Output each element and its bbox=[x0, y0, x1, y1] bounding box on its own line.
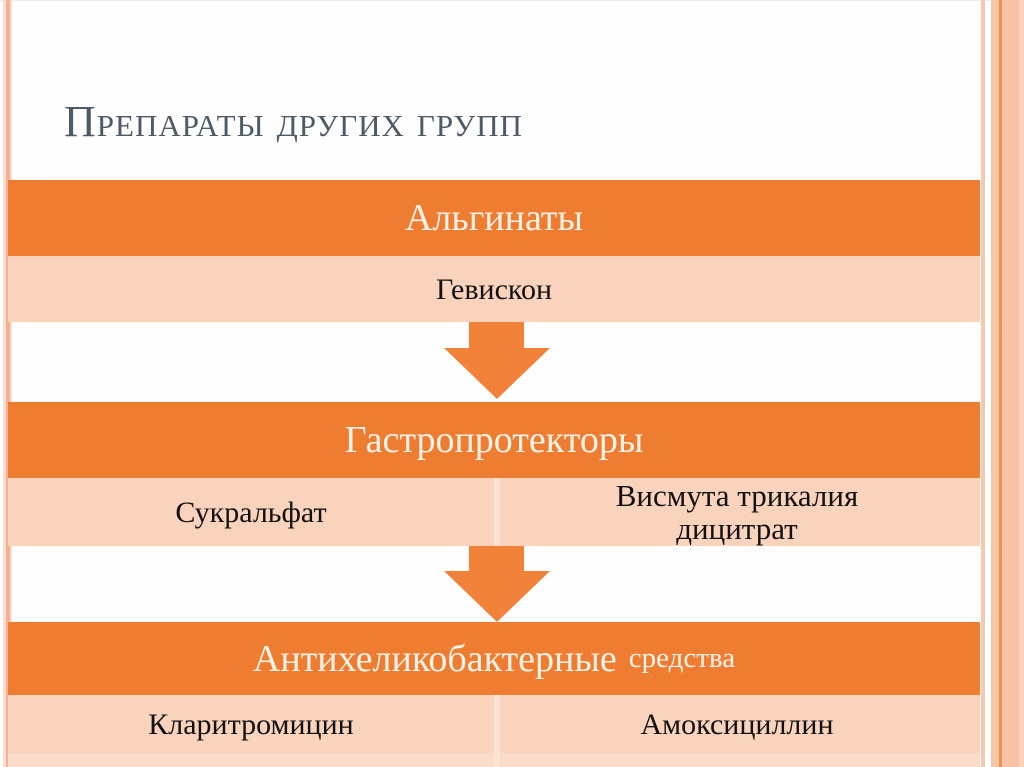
drug-name: Сукральфат bbox=[175, 495, 327, 529]
right-border-band-line bbox=[999, 0, 1002, 767]
left-border-stripe bbox=[6, 0, 10, 767]
arrow-head bbox=[444, 348, 550, 399]
drug-name: Кларитромицин bbox=[148, 707, 354, 741]
group-header-gastroprotectors: Гастропротекторы bbox=[8, 402, 980, 478]
cell-divider bbox=[494, 478, 500, 546]
slide-title: Препараты других групп bbox=[64, 97, 524, 146]
drug-cell: Гевискон bbox=[8, 256, 980, 322]
group-header-label: Альгинаты bbox=[404, 197, 583, 239]
left-border-stripe bbox=[3, 0, 6, 767]
drug-cell: Амоксициллин bbox=[494, 695, 980, 753]
group-header-label: Антихеликобактерные bbox=[252, 637, 617, 680]
right-border-stripe bbox=[981, 0, 985, 767]
right-border-band bbox=[1002, 0, 1019, 767]
drug-name: Висмута трикалия дицитрат bbox=[615, 478, 859, 546]
left-border-stripe bbox=[10, 0, 12, 767]
drug-cell: Кларитромицин bbox=[8, 695, 494, 753]
arrow-stem bbox=[469, 546, 524, 572]
drug-name: Гевискон bbox=[435, 272, 552, 306]
top-edge-line bbox=[0, 0, 1024, 1]
group-header-antihelicobacter: Антихеликобактерные средства bbox=[8, 622, 980, 695]
drug-cell: Сукральфат bbox=[8, 478, 494, 546]
arrow-head bbox=[444, 571, 550, 622]
right-border-band bbox=[1019, 0, 1024, 767]
cell-divider bbox=[494, 695, 500, 767]
drug-cell: Висмута трикалия дицитрат bbox=[494, 478, 980, 546]
group-header-label-small: средства bbox=[628, 642, 736, 674]
group-row-alginates: Гевискон bbox=[8, 256, 980, 322]
drug-name: Амоксициллин bbox=[640, 707, 834, 741]
group-header-alginates: Альгинаты bbox=[8, 180, 980, 256]
right-border-band bbox=[991, 0, 999, 767]
arrow-stem bbox=[469, 322, 524, 349]
group-header-label: Гастропротекторы bbox=[344, 419, 644, 461]
